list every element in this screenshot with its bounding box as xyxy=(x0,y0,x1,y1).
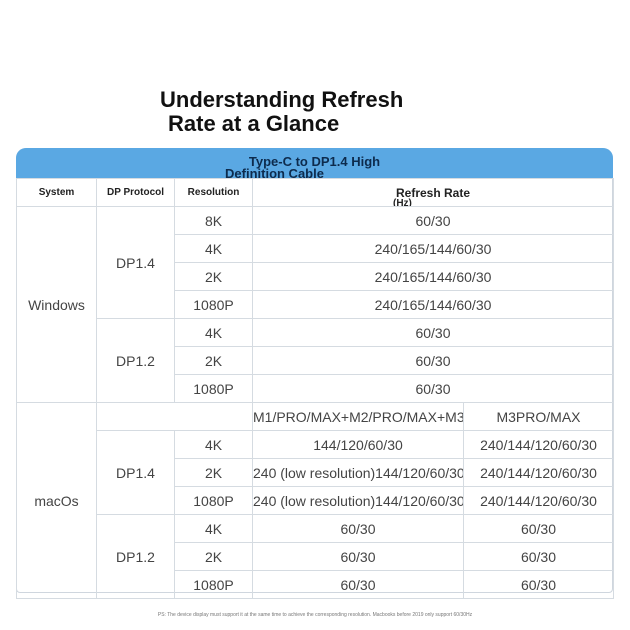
rate-cell: 240/165/144/60/30 xyxy=(252,290,614,319)
title-line-2: Rate at a Glance xyxy=(168,111,340,136)
table-header-row: System DP Protocol Resolution Refresh Ra… xyxy=(16,178,614,207)
macos-column-m3pro: M3PRO/MAX xyxy=(463,402,614,431)
banner-line-1: Type-C to DP1.4 High xyxy=(248,154,381,169)
rate-cell: 240 (low resolution)144/120/60/30 xyxy=(252,486,464,515)
rate-cell: 60/30 xyxy=(252,206,614,235)
resolution-cell: 4K xyxy=(174,430,253,459)
rate-cell: 60/30 xyxy=(463,570,614,599)
page-title: Understanding Refresh Rate at a Glance xyxy=(160,88,490,136)
rate-cell: 240/144/120/60/30 xyxy=(463,458,614,487)
macos-subheader-row: macOs M1/PRO/MAX+M2/PRO/MAX+M3 M3PRO/MAX xyxy=(16,402,614,599)
table-row: 2K 240 (low resolution)144/120/60/30 240… xyxy=(17,458,614,487)
table-row: 2K 240/165/144/60/30 xyxy=(17,262,614,291)
banner-line-2: Definition Cable xyxy=(225,166,324,181)
rate-cell: 60/30 xyxy=(252,318,614,347)
system-macos: macOs xyxy=(16,402,97,599)
table-row: Windows DP1.4 8K 60/30 xyxy=(16,206,614,403)
resolution-cell: 2K xyxy=(174,542,253,571)
resolution-cell: 2K xyxy=(174,346,253,375)
rate-cell: 240/165/144/60/30 xyxy=(252,234,614,263)
table-row: DP1.4 4K 144/120/60/30 240/144/120/60/30 xyxy=(17,430,614,515)
header-system: System xyxy=(16,178,97,207)
rate-cell: 60/30 xyxy=(252,570,464,599)
resolution-cell: 4K xyxy=(174,514,253,543)
rate-cell: 60/30 xyxy=(252,346,614,375)
resolution-cell: 8K xyxy=(174,206,253,235)
table-row: 1080P 60/30 60/30 xyxy=(17,570,614,599)
macos-column-m1-m3: M1/PRO/MAX+M2/PRO/MAX+M3 xyxy=(252,402,464,431)
macos-subheader-blank xyxy=(96,402,253,431)
resolution-cell: 1080P xyxy=(174,570,253,599)
resolution-cell: 1080P xyxy=(174,486,253,515)
header-resolution: Resolution xyxy=(174,178,253,207)
header-refresh-rate-label: Refresh Rate xyxy=(395,185,471,200)
protocol-macos-dp14: DP1.4 xyxy=(96,430,175,515)
rate-cell: 240 (low resolution)144/120/60/30 xyxy=(252,458,464,487)
system-windows: Windows xyxy=(16,206,97,403)
refresh-rate-table: System DP Protocol Resolution Refresh Ra… xyxy=(16,178,614,599)
rate-cell: 60/30 xyxy=(252,542,464,571)
rate-cell: 60/30 xyxy=(463,542,614,571)
rate-cell: 60/30 xyxy=(252,374,614,403)
table-banner: Type-C to DP1.4 High Definition Cable xyxy=(16,148,613,180)
table-row: 4K 240/165/144/60/30 xyxy=(17,234,614,263)
table-row: 1080P 240 (low resolution)144/120/60/30 … xyxy=(17,486,614,515)
resolution-cell: 4K xyxy=(174,318,253,347)
protocol-windows-dp14: DP1.4 xyxy=(96,206,175,319)
resolution-cell: 2K xyxy=(174,262,253,291)
resolution-cell: 4K xyxy=(174,234,253,263)
rate-cell: 144/120/60/30 xyxy=(252,430,464,459)
header-refresh-rate: Refresh Rate (Hz) xyxy=(252,178,614,207)
rate-cell: 60/30 xyxy=(252,514,464,543)
header-refresh-rate-unit: (Hz) xyxy=(393,198,412,207)
header-protocol: DP Protocol xyxy=(96,178,175,207)
table-row: 2K 60/30 60/30 xyxy=(17,542,614,571)
table-row: DP1.2 4K 60/30 xyxy=(17,318,614,403)
protocol-macos-dp12: DP1.2 xyxy=(96,514,175,599)
table-row: DP1.2 4K 60/30 60/30 xyxy=(17,514,614,599)
resolution-cell: 1080P xyxy=(174,374,253,403)
table-row: 1080P 240/165/144/60/30 xyxy=(17,290,614,319)
rate-cell: 240/144/120/60/30 xyxy=(463,486,614,515)
resolution-cell: 1080P xyxy=(174,290,253,319)
rate-cell: 240/144/120/60/30 xyxy=(463,430,614,459)
protocol-windows-dp12: DP1.2 xyxy=(96,318,175,403)
rate-cell: 240/165/144/60/30 xyxy=(252,262,614,291)
title-line-1: Understanding Refresh xyxy=(160,87,404,112)
resolution-cell: 2K xyxy=(174,458,253,487)
footnote: PS: The device display must support it a… xyxy=(157,612,473,618)
rate-cell: 60/30 xyxy=(463,514,614,543)
